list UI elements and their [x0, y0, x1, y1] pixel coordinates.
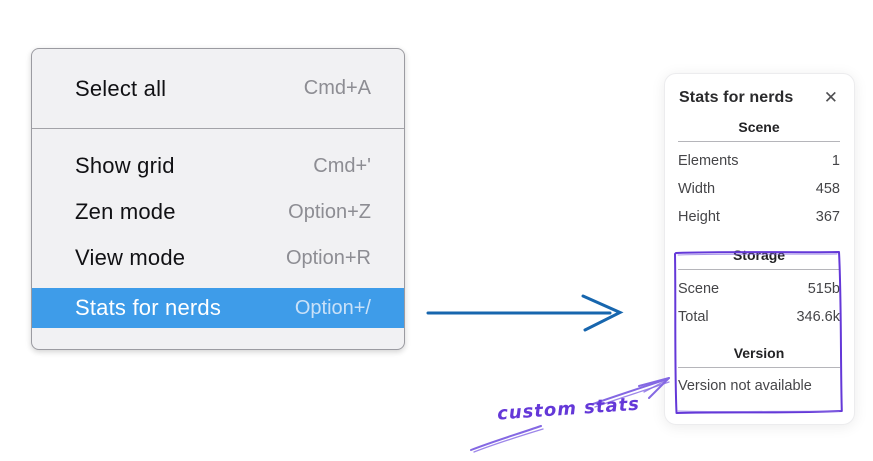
stat-label: Height: [678, 209, 720, 225]
menu-item-label: Show grid: [75, 153, 175, 178]
stat-value: 367: [815, 209, 840, 225]
storage-section: Storage Scene 515b Total 346.6k: [678, 247, 840, 331]
storage-section-heading: Storage: [732, 247, 786, 263]
menu-item-show-grid[interactable]: Show grid Cmd+': [32, 143, 404, 189]
stats-panel: Stats for nerds ✕ Scene Elements 1 Width…: [664, 73, 855, 425]
menu-item-shortcut: Option+/: [294, 296, 371, 319]
menu-item-zen-mode[interactable]: Zen mode Option+Z: [32, 189, 404, 235]
stat-value: 515b: [807, 281, 840, 297]
stat-value: 346.6k: [796, 309, 840, 325]
stat-row-height: Height 367: [678, 203, 840, 231]
menu-item-shortcut: Option+R: [285, 246, 371, 269]
section-divider: [678, 367, 840, 368]
menu-section-top: Select all Cmd+A: [32, 49, 404, 128]
close-icon[interactable]: ✕: [823, 87, 838, 108]
menu-item-label: Stats for nerds: [75, 295, 222, 320]
annotation-label: custom stats: [496, 393, 641, 425]
stat-value: 1: [831, 153, 840, 169]
version-section-heading: Version: [733, 345, 785, 361]
menu-item-label: Select all: [75, 75, 167, 101]
menu-item-shortcut: Option+Z: [288, 200, 371, 223]
menu-section-bottom: Show grid Cmd+' Zen mode Option+Z View m…: [32, 129, 404, 328]
context-menu: Select all Cmd+A Show grid Cmd+' Zen mod…: [31, 48, 405, 350]
stat-label: Width: [678, 181, 716, 197]
menu-item-label: View mode: [75, 245, 186, 270]
menu-item-select-all[interactable]: Select all Cmd+A: [32, 66, 404, 112]
stat-label: Scene: [678, 281, 720, 297]
stat-label: Elements: [678, 153, 739, 169]
stat-label: Total: [678, 309, 709, 325]
version-section: Version Version not available: [678, 345, 840, 400]
stat-row-elements: Elements 1: [678, 147, 840, 175]
stat-row-width: Width 458: [678, 175, 840, 203]
section-divider: [678, 141, 840, 142]
stats-panel-title: Stats for nerds: [679, 89, 794, 106]
menu-item-label: Zen mode: [75, 199, 176, 224]
menu-item-view-mode[interactable]: View mode Option+R: [32, 235, 404, 281]
scene-section: Scene Elements 1 Width 458 Height 367: [678, 119, 840, 231]
stat-row-total-storage: Total 346.6k: [678, 303, 840, 331]
version-note: Version not available: [678, 378, 812, 394]
menu-item-shortcut: Cmd+A: [303, 77, 371, 99]
menu-item-stats-for-nerds[interactable]: Stats for nerds Option+/: [32, 288, 404, 328]
stat-row-scene-storage: Scene 515b: [678, 275, 840, 303]
stats-panel-header: Stats for nerds ✕: [679, 89, 839, 107]
menu-separator: [32, 128, 404, 129]
stat-value: 458: [815, 181, 840, 197]
annotation-arrow: [470, 377, 670, 453]
menu-item-shortcut: Cmd+': [313, 154, 371, 177]
scene-section-heading: Scene: [738, 119, 780, 135]
section-divider: [678, 269, 840, 270]
pointer-arrow: [426, 294, 624, 332]
